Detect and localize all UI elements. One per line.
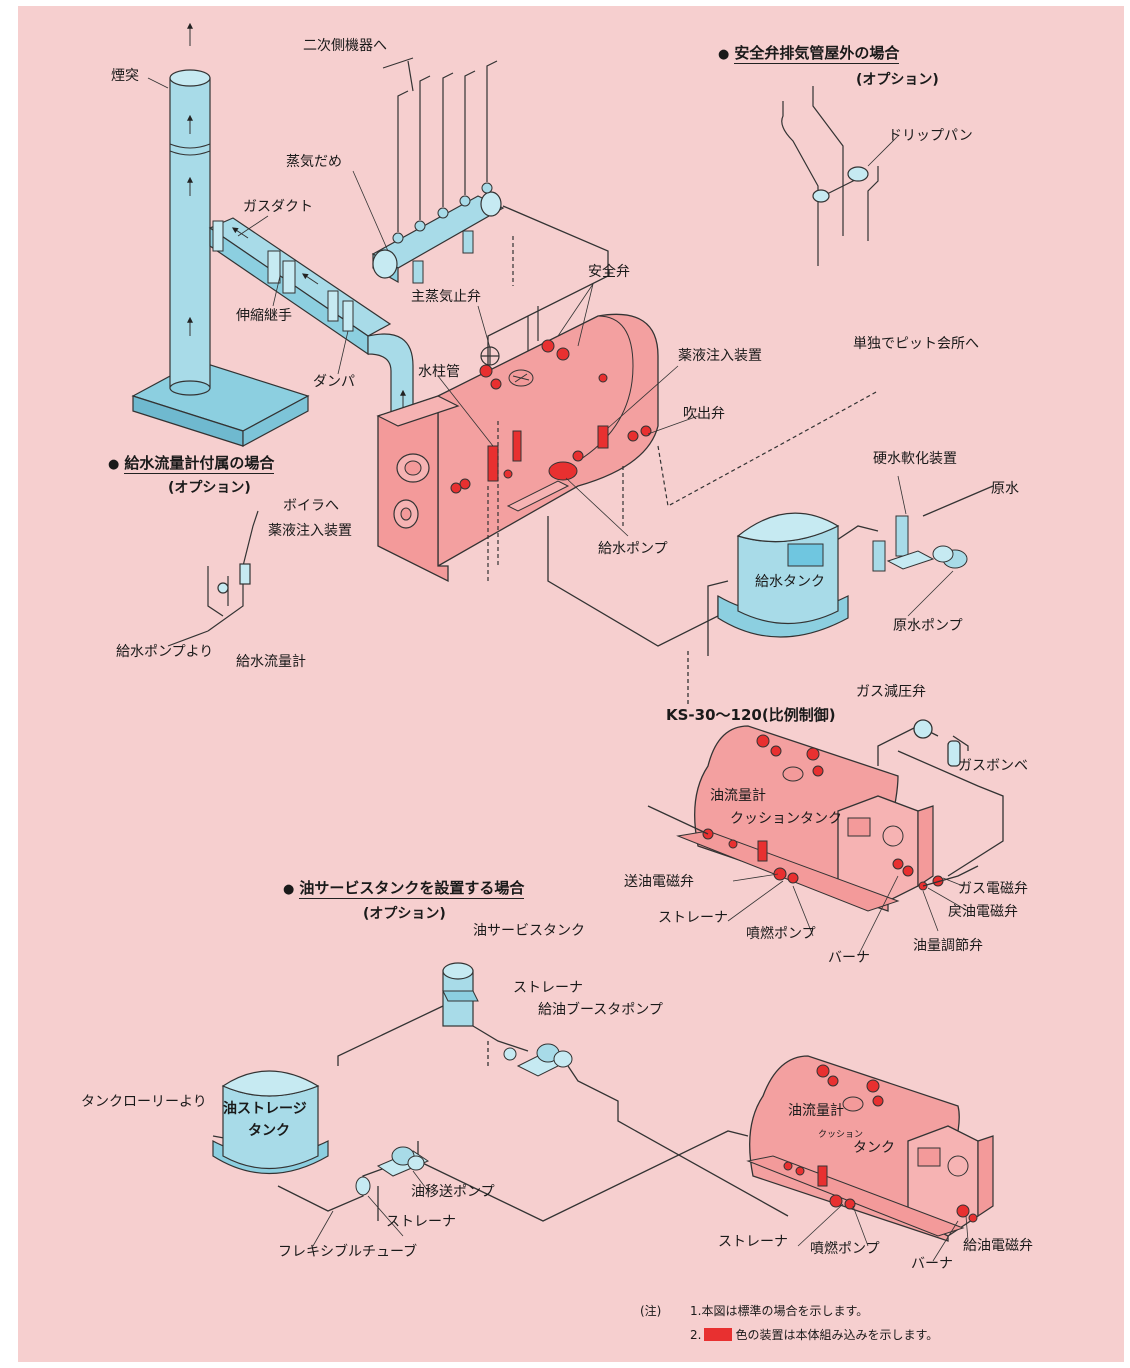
- label-ks-cushion-tank: クッションタンク: [730, 811, 842, 827]
- label-main-steam-valve: 主蒸気止弁: [411, 289, 481, 305]
- label-safety-valve: 安全弁: [588, 264, 630, 280]
- label-service-burner: バーナ: [911, 1256, 953, 1272]
- label-to-pit: 単独でピット会所へ: [853, 336, 979, 352]
- label-booster-pump: 給油ブースタポンプ: [538, 1002, 663, 1018]
- label-from-lorry: タンクローリーより: [81, 1094, 207, 1110]
- label-gas-duct: ガスダクト: [243, 199, 313, 215]
- section-service-option: (オプション): [363, 906, 446, 922]
- label-service-oil-flowmeter: 油流量計: [788, 1103, 844, 1119]
- label-steam-header: 蒸気だめ: [286, 154, 342, 170]
- label-raw-water: 原水: [991, 481, 1019, 497]
- chimney: [131, 22, 310, 448]
- diagram-canvas: 煙突 二次側機器へ 蒸気だめ ガスダクト 伸縮継手 ダンパ 主蒸気止弁 安全弁 …: [18, 6, 1124, 1362]
- oil-transfer-pump: [355, 1146, 430, 1196]
- label-service-feed-solenoid: 給油電磁弁: [963, 1238, 1033, 1254]
- label-raw-pump: 原水ポンプ: [893, 618, 963, 634]
- label-from-feed-pump: 給水ポンプより: [116, 644, 214, 660]
- label-to-boiler: ボイラへ: [283, 498, 339, 514]
- section-flowmeter-option: (オプション): [168, 480, 251, 496]
- section-flowmeter-title-text: 給水流量計付属の場合: [124, 454, 275, 474]
- red-color-swatch: [704, 1328, 733, 1341]
- gas-duct: [208, 217, 414, 427]
- label-fm-chemical: 薬液注入装置: [268, 523, 352, 539]
- label-service-burner-pump: 噴燃ポンプ: [810, 1241, 880, 1257]
- label-ks-oil-flowmeter: 油流量計: [710, 788, 766, 804]
- leader-lines: [237, 135, 969, 1262]
- ks-boiler: [676, 725, 944, 912]
- notes-line-2-number: 2.: [690, 1328, 702, 1342]
- label-softener: 硬水軟化装置: [873, 451, 957, 467]
- flowmeter-option-piping: [167, 510, 259, 647]
- label-service-cushion: クッション: [818, 1130, 864, 1140]
- bottom-boiler: [746, 1055, 994, 1242]
- label-storage-tank-2: タンク: [248, 1123, 290, 1139]
- section-safety-option: (オプション): [856, 72, 939, 88]
- notes-line-2: 2. 色の装置は本体組み込みを示します。: [690, 1328, 938, 1342]
- label-feed-tank: 給水タンク: [755, 574, 825, 590]
- section-service-title-text: 油サービスタンクを設置する場合: [299, 879, 525, 899]
- notes-prefix: (注): [640, 1304, 662, 1318]
- label-ks-strainer: ストレーナ: [658, 910, 728, 926]
- label-transfer-pump: 油移送ポンプ: [411, 1184, 495, 1200]
- label-chemical-injector: 薬液注入装置: [678, 348, 762, 364]
- section-flowmeter-title: ●給水流量計付属の場合: [108, 454, 275, 474]
- label-secondary: 二次側機器へ: [303, 38, 387, 54]
- label-service-strainer3: ストレーナ: [718, 1234, 788, 1250]
- label-service-strainer: ストレーナ: [513, 980, 583, 996]
- label-gas-reducer: ガス減圧弁: [856, 684, 926, 700]
- label-ks-burner: バーナ: [828, 950, 870, 966]
- label-ks-oil-control: 油量調節弁: [913, 938, 983, 954]
- label-ks-burner-pump: 噴燃ポンプ: [746, 926, 816, 942]
- notes-line-1: 1.本図は標準の場合を示します。: [690, 1304, 869, 1318]
- label-flexible-tube: フレキシブルチューブ: [278, 1244, 418, 1260]
- main-boiler: [376, 306, 879, 583]
- label-flowmeter: 給水流量計: [236, 654, 306, 670]
- label-service-tank: 油サービスタンク: [473, 923, 585, 939]
- service-tank-system: [442, 962, 573, 1077]
- water-softener: [872, 515, 968, 572]
- label-drip-pan: ドリップパン: [888, 128, 973, 144]
- label-ks-oil-solenoid: 送油電磁弁: [624, 874, 694, 890]
- label-water-column: 水柱管: [418, 364, 460, 380]
- label-gas-cylinder: ガスボンベ: [958, 758, 1028, 774]
- feed-water-tank: [717, 512, 849, 638]
- label-storage-tank-1: 油ストレージ: [223, 1101, 307, 1117]
- label-service-strainer2: ストレーナ: [386, 1214, 456, 1230]
- label-feed-pump: 給水ポンプ: [598, 541, 668, 557]
- secondary-piping: [382, 57, 609, 376]
- system-diagram: [131, 22, 1004, 1262]
- label-ks-return-solenoid: 戻油電磁弁: [948, 904, 1018, 920]
- section-service-title: ●油サービスタンクを設置する場合: [283, 879, 525, 899]
- steam-header: [371, 182, 505, 284]
- notes-line-2-text: 色の装置は本体組み込みを示します。: [735, 1328, 939, 1342]
- section-safety-title: ●安全弁排気管屋外の場合: [718, 44, 900, 64]
- label-ks-gas-solenoid: ガス電磁弁: [958, 881, 1028, 897]
- section-ks-title: KS-30～120(比例制御): [666, 706, 836, 724]
- safety-option-piping: [781, 86, 879, 266]
- label-expansion-joint: 伸縮継手: [236, 308, 292, 324]
- label-service-cushion-tank: タンク: [853, 1140, 895, 1156]
- oil-storage-tank: [212, 1070, 329, 1175]
- label-damper: ダンパ: [313, 374, 355, 390]
- label-chimney: 煙突: [111, 68, 139, 84]
- section-safety-title-text: 安全弁排気管屋外の場合: [734, 44, 900, 64]
- label-blow-valve: 吹出弁: [683, 406, 725, 422]
- gas-piping: [647, 719, 1004, 887]
